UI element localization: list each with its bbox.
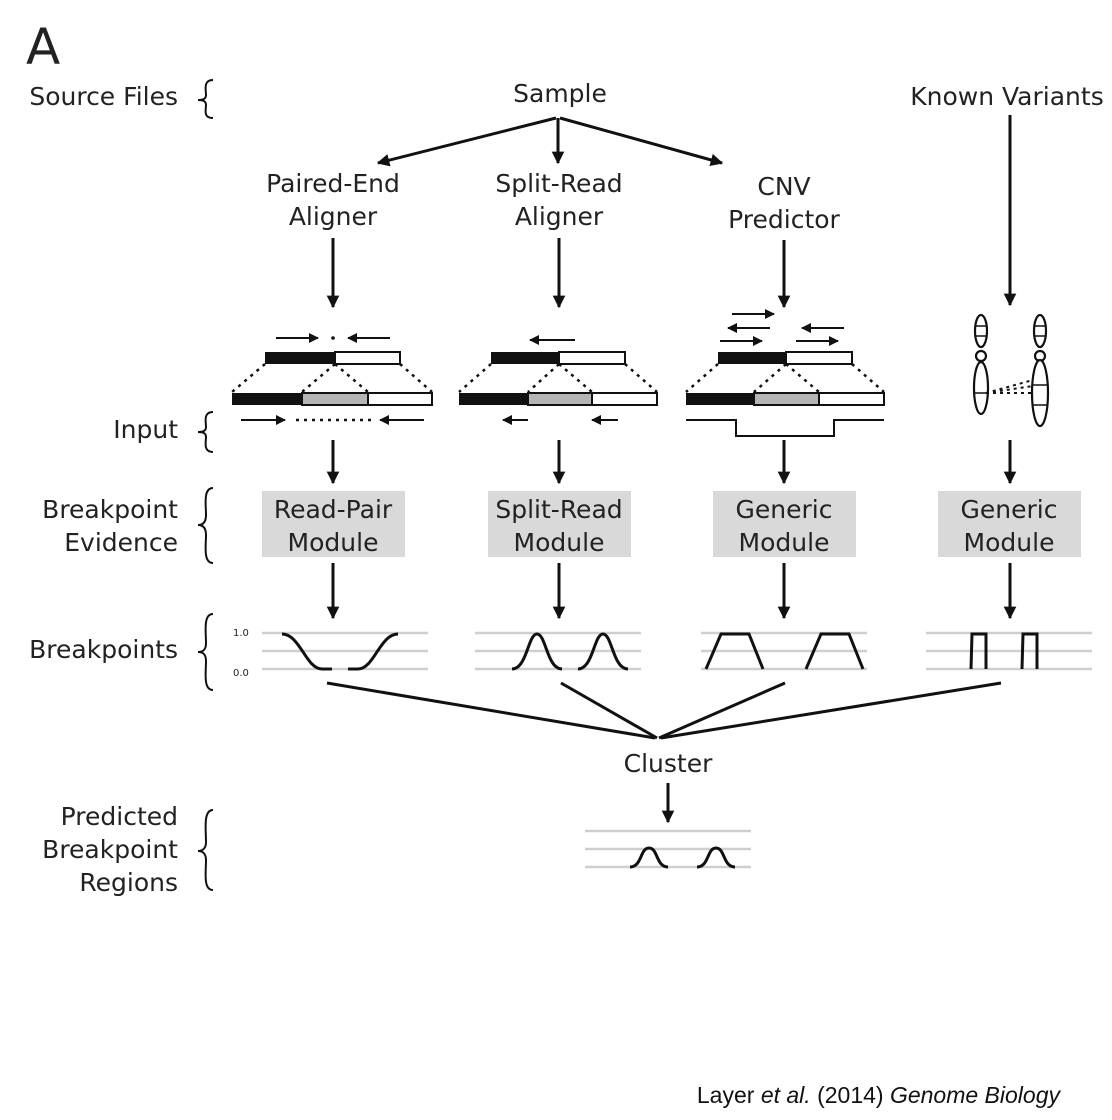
credit-journal: Genome Biology [889,1082,1060,1108]
module-split-read-line2: Module [514,528,605,557]
module-read-pair-line2: Module [288,528,379,557]
credit-year: (2014) [810,1082,890,1108]
tick-label-top: 1.0 [233,628,249,639]
source-known-variants: Known Variants [910,82,1103,111]
row-label-input: Input [113,415,178,444]
tool-paired-end-line2: Aligner [289,202,378,231]
module-generic-b-line2: Module [964,528,1055,557]
breakpoint-plot-split-read [475,631,641,671]
brace-breakpoints [197,613,214,691]
input-cnv-graphic [685,309,885,437]
line-plot3-to-cluster [658,681,786,740]
input-chromosome-graphic [972,313,1050,428]
brace-input [197,411,214,453]
brace-predicted-regions [197,809,214,891]
source-sample: Sample [513,79,607,108]
row-label-predicted-line3: Regions [79,868,178,897]
tool-paired-end-line1: Paired-End [266,169,400,198]
row-label-predicted-line1: Predicted [61,802,178,831]
tick-label-bottom: 0.0 [233,668,249,679]
module-generic-b: Generic Module [938,491,1081,557]
line-plot2-to-cluster [560,681,658,740]
line-plot1-to-cluster [326,681,656,740]
row-label-breakpoint-evidence-line1: Breakpoint [42,495,178,524]
credit-authors: Layer [696,1082,761,1108]
module-read-pair: Read-Pair Module [262,491,405,557]
tool-cnv-line1: CNV [757,172,810,201]
row-label-source-files: Source Files [29,82,178,111]
breakpoint-plot-read-pair: 1.0 0.0 [233,628,428,679]
module-split-read: Split-Read Module [488,491,631,557]
brace-breakpoint-evidence [197,487,214,564]
input-paired-end-graphic [231,333,433,425]
breakpoint-plot-generic-a [701,631,867,671]
predicted-regions-plot [585,829,751,869]
row-label-breakpoints: Breakpoints [29,635,178,664]
tool-split-read-line1: Split-Read [495,169,622,198]
tool-split-read-line2: Aligner [515,202,604,231]
row-label-breakpoint-evidence-line2: Evidence [64,528,178,557]
module-generic-a: Generic Module [713,491,856,557]
cluster-label: Cluster [624,749,713,778]
input-split-read-graphic [458,335,658,425]
tool-cnv-line2: Predictor [728,205,840,234]
breakpoint-plot-generic-b [926,631,1092,671]
panel-label: A [26,18,60,76]
row-label-predicted-line2: Breakpoint [42,835,178,864]
citation-credit: Layer et al. (2014) Genome Biology [697,1082,1060,1109]
line-plot4-to-cluster [660,681,1002,740]
module-generic-a-line1: Generic [736,495,833,524]
arrow-sample-to-cnv [559,116,724,167]
module-split-read-line1: Split-Read [495,495,622,524]
module-generic-b-line1: Generic [961,495,1058,524]
brace-source-files [197,79,214,119]
credit-etal: et al. [760,1082,811,1108]
arrow-sample-to-paired-end [376,116,557,167]
module-read-pair-line1: Read-Pair [274,495,393,524]
module-generic-a-line2: Module [739,528,830,557]
